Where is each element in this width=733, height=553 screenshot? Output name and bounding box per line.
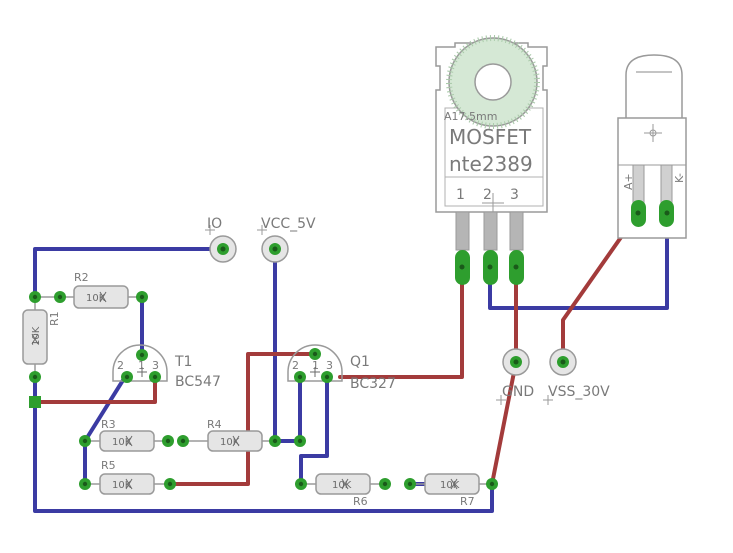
q1-pin-2: 2 bbox=[292, 359, 299, 372]
trace-r1-t1 bbox=[33, 375, 157, 404]
trace-q1-r6 bbox=[299, 375, 329, 486]
mosfet-pin-3: 3 bbox=[510, 187, 519, 203]
q1-pin-3: 3 bbox=[326, 359, 333, 372]
t1-pin-2: 2 bbox=[117, 359, 124, 372]
r2-label: R2 bbox=[74, 271, 89, 284]
label-io: IO bbox=[207, 216, 222, 232]
small-pads bbox=[29, 291, 498, 490]
r6-value: 10K bbox=[332, 480, 352, 491]
load-component: A+ K- bbox=[617, 54, 687, 239]
mosfet-pin-2: 2 bbox=[483, 187, 492, 203]
resistor-r4: 10K R4 bbox=[183, 418, 275, 452]
t1-pin-1: 1 bbox=[138, 359, 145, 372]
resistor-r5: 10K R5 bbox=[85, 459, 170, 495]
drill-holes bbox=[32, 210, 670, 487]
r7-label: R7 bbox=[460, 495, 475, 508]
r3-value: 10K bbox=[112, 437, 132, 448]
t1-pin-3: 3 bbox=[152, 359, 159, 372]
q1-part: BC327 bbox=[350, 376, 396, 392]
resistor-r6: 10K R6 bbox=[301, 473, 385, 508]
label-vss: VSS_30V bbox=[548, 384, 610, 400]
trace-vcc bbox=[273, 247, 302, 443]
resistor-r2: 10K R2 bbox=[35, 271, 142, 309]
r3-label: R3 bbox=[101, 418, 116, 431]
pad-vcc bbox=[261, 235, 289, 263]
pad-square bbox=[29, 396, 41, 408]
pad-vss bbox=[549, 348, 577, 376]
pad-gnd bbox=[502, 348, 530, 376]
r6-label: R6 bbox=[353, 495, 368, 508]
resistor-marks bbox=[31, 291, 458, 490]
top-traces bbox=[33, 211, 640, 486]
r5-value: 10K bbox=[112, 480, 132, 491]
mosfet-pin-1: 1 bbox=[456, 187, 465, 203]
r4-label: R4 bbox=[207, 418, 222, 431]
q1-label: Q1 bbox=[350, 354, 370, 370]
trace-io bbox=[33, 247, 225, 299]
trace-r7-gnd bbox=[490, 360, 518, 486]
load-anode-label: A+ bbox=[622, 173, 635, 190]
r1-label: R1 bbox=[48, 311, 61, 326]
trace-q1-gate bbox=[338, 263, 464, 379]
mosfet-nte2389: A17.5mm MOSFET nte2389 1 2 3 bbox=[435, 35, 548, 251]
pad-io bbox=[209, 235, 237, 263]
r2-value: 10K bbox=[86, 293, 106, 304]
mosfet-part: nte2389 bbox=[449, 152, 533, 176]
resistor-r3: 10K R3 bbox=[85, 418, 168, 452]
r7-value: 10K bbox=[440, 480, 460, 491]
load-cathode-label: K- bbox=[673, 173, 686, 183]
bottom-traces bbox=[33, 211, 669, 513]
transistor-q1: 2 1 3 Q1 BC327 bbox=[287, 344, 396, 392]
transistor-t1: 2 1 3 T1 BC547 bbox=[112, 344, 221, 390]
trace-vss-load bbox=[561, 211, 640, 364]
pads bbox=[29, 200, 674, 490]
r4-value: 10K bbox=[220, 437, 240, 448]
trace-drain-load bbox=[488, 211, 669, 310]
label-gnd: GND bbox=[502, 384, 534, 400]
mosfet-dimension: A17.5mm bbox=[444, 110, 497, 123]
resistor-r7: 10K R7 bbox=[410, 473, 492, 508]
label-vcc: VCC_5V bbox=[261, 216, 316, 232]
trace-r5-q1 bbox=[168, 352, 317, 486]
t1-part: BC547 bbox=[175, 374, 221, 390]
r5-label: R5 bbox=[101, 459, 116, 472]
trace-gnd-loop bbox=[33, 375, 494, 513]
net-labels: IO VCC_5V GND VSS_30V bbox=[205, 216, 610, 405]
q1-pin-1: 1 bbox=[312, 359, 319, 372]
t1-label: T1 bbox=[174, 354, 192, 370]
mosfet-title: MOSFET bbox=[449, 125, 532, 149]
resistor-r1: 10K R1 bbox=[22, 297, 61, 377]
